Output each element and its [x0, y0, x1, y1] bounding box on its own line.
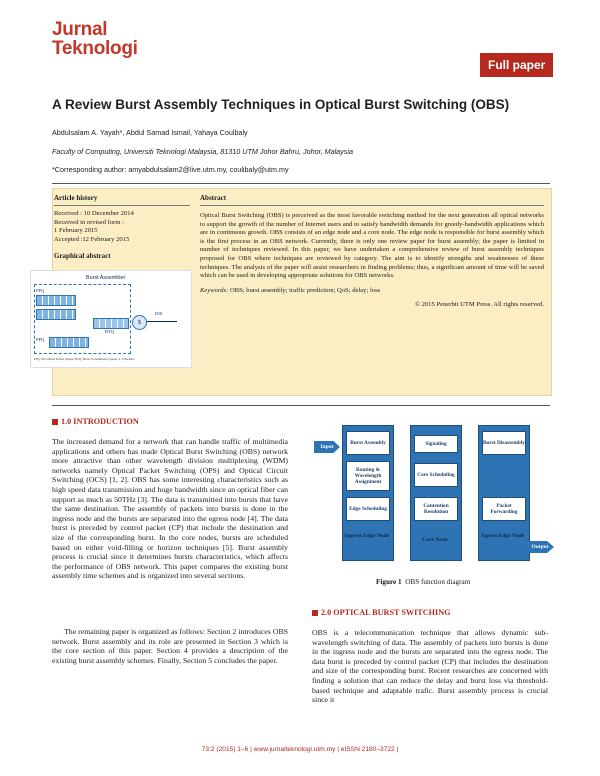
- abstract-heading: Abstract: [200, 194, 227, 202]
- section-2-heading: 2.0 OPTICAL BURST SWITCHING: [312, 608, 451, 617]
- burst-assembly-box: Burst Assembly: [346, 431, 390, 455]
- core-scheduling-box: Core Scheduling: [414, 463, 458, 487]
- scheduler-icon: $: [132, 315, 147, 330]
- output-arrow: [147, 321, 177, 322]
- obs-function-diagram: Input Output Burst Assembly Routing & Wa…: [312, 423, 554, 563]
- burst-assembler-title: Burst Assembler: [86, 275, 126, 281]
- section-1-paragraph-1: The increased demand for a network that …: [52, 437, 288, 581]
- routing-wavelength-box: Routing & Wavelength Assignment: [346, 461, 390, 491]
- signaling-box: Signaling: [414, 435, 458, 453]
- figure-1-caption-text: OBS function diagram: [405, 578, 471, 586]
- egress-edge-node-label: Egress Edge Node: [481, 533, 525, 539]
- received-date: Received : 10 December 2014: [54, 210, 134, 217]
- section-1-title: 1.0 INTRODUCTION: [61, 417, 139, 426]
- contention-resolution-box: Contention Resolution: [414, 497, 458, 521]
- divider: [52, 405, 550, 406]
- dis-label: DIS: [155, 311, 163, 316]
- affiliation: Faculty of Computing, Universiti Teknolo…: [52, 147, 353, 156]
- full-paper-badge: Full paper: [480, 53, 554, 77]
- edge-scheduling-box: Edge Scheduling: [346, 497, 390, 521]
- core-node-label: Core Node: [422, 537, 448, 543]
- authors: Abdulsalam A. Yayah*, Abdul Samad Ismail…: [52, 128, 248, 137]
- ppq-queue-mid: [36, 309, 76, 320]
- section-bullet: [52, 418, 58, 425]
- ppq-queue-bottom: [49, 337, 89, 348]
- corresponding-author: *Corresponding author: amyabdulsalam2@li…: [52, 165, 289, 174]
- section-1-heading: 1.0 INTRODUCTION: [52, 417, 139, 426]
- paper-title: A Review Burst Assembly Techniques in Op…: [52, 97, 510, 112]
- output-arrow: Output: [526, 541, 554, 553]
- section-2-paragraph-1: OBS is a telecommunication technique tha…: [312, 628, 548, 705]
- packet-forwarding-box: Packet Forwarding: [482, 497, 526, 521]
- input-arrow: Input: [314, 441, 340, 453]
- figure-1-label: Figure 1: [376, 578, 402, 586]
- copyright: © 2015 Penerbit UTM Press. All rights re…: [415, 301, 544, 309]
- journal-name-line2: Teknologi: [52, 38, 138, 59]
- article-history: Article history Received : 10 December 2…: [54, 194, 190, 260]
- journal-name-line1: Jurnal: [52, 19, 108, 40]
- btq-queue: [93, 318, 129, 329]
- graphical-abstract-caption: PPQ: Prioritized Packet Queue, BTQ: Burs…: [34, 357, 135, 361]
- divider: [52, 183, 550, 184]
- abstract-text: Optical Burst Switching (OBS) is perceiv…: [200, 212, 544, 280]
- section-2-title: 2.0 OPTICAL BURST SWITCHING: [321, 608, 451, 617]
- article-history-heading: Article history: [54, 194, 98, 202]
- page-footer: 73:2 (2015) 1–6 | www.jurnalteknologi.ut…: [201, 746, 399, 753]
- ppq-label-bottom: PPQ: [36, 337, 45, 342]
- assembler-frame: [34, 284, 131, 354]
- accepted-date: Accepted :12 February 2015: [54, 235, 130, 243]
- keywords: Keywords: OBS; burst assembly; traffic p…: [200, 287, 544, 296]
- ppq-queue-top: [36, 295, 76, 306]
- graphical-abstract-diagram: Burst Assembler PPQ BTQ PPQ $ DIS PPQ: P…: [30, 270, 192, 368]
- section-bullet: [312, 609, 318, 616]
- revised-label: Received in revised form :: [54, 218, 124, 226]
- revised-date: 1 February 2015: [54, 227, 98, 235]
- burst-disassembly-box: Burst Disassembly: [482, 431, 526, 455]
- graphical-abstract-heading: Graphical abstract: [54, 252, 111, 261]
- abstract-section: Abstract Optical Burst Switching (OBS) i…: [200, 194, 544, 310]
- section-1-paragraph-2: The remaining paper is organized as foll…: [52, 627, 288, 665]
- ppq-label-top: PPQ: [36, 288, 45, 293]
- keywords-text: OBS; burst assembly; traffic prediction;…: [229, 286, 381, 294]
- btq-label: BTQ: [105, 329, 114, 334]
- ingress-edge-node-label: Ingress Edge Node: [344, 533, 390, 539]
- figure-1-caption: Figure 1 OBS function diagram: [376, 578, 470, 586]
- keywords-label: Keywords:: [200, 286, 229, 294]
